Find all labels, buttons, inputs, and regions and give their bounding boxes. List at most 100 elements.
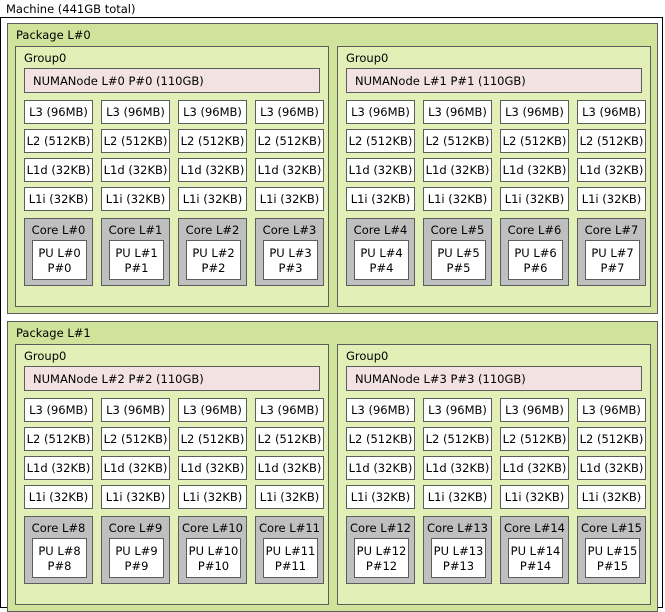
cache-box[interactable]: L1d (32KB) (178, 456, 247, 480)
cache-box[interactable]: L1i (32KB) (24, 187, 93, 211)
cache-box[interactable]: L3 (96MB) (346, 100, 415, 124)
cache-box[interactable]: L2 (512KB) (178, 427, 247, 451)
cache-box[interactable]: L1d (32KB) (423, 456, 492, 480)
cache-box[interactable]: L1i (32KB) (346, 187, 415, 211)
cache-box[interactable]: L1d (32KB) (24, 456, 93, 480)
cache-box[interactable]: L2 (512KB) (24, 427, 93, 451)
cache-box[interactable]: L2 (512KB) (178, 129, 247, 153)
cache-box[interactable]: L2 (512KB) (101, 129, 170, 153)
cache-box[interactable]: L1d (32KB) (346, 158, 415, 182)
cache-box[interactable]: L1d (32KB) (24, 158, 93, 182)
numanode-box[interactable]: NUMANode L#0 P#0 (110GB) (24, 68, 320, 93)
cache-box[interactable]: L2 (512KB) (346, 129, 415, 153)
cache-box[interactable]: L1i (32KB) (423, 187, 492, 211)
cache-box[interactable]: L3 (96MB) (178, 100, 247, 124)
cache-box[interactable]: L1i (32KB) (346, 485, 415, 509)
cache-box[interactable]: L3 (96MB) (500, 100, 569, 124)
cache-box[interactable]: L2 (512KB) (346, 427, 415, 451)
cache-box[interactable]: L1i (32KB) (577, 485, 646, 509)
cache-box[interactable]: L1d (32KB) (178, 158, 247, 182)
cache-box[interactable]: L1i (32KB) (255, 187, 324, 211)
cache-box[interactable]: L1i (32KB) (500, 187, 569, 211)
cache-box[interactable]: L3 (96MB) (255, 100, 324, 124)
cache-box[interactable]: L1i (32KB) (178, 187, 247, 211)
numanode-box[interactable]: NUMANode L#3 P#3 (110GB) (346, 366, 642, 391)
cache-box[interactable]: L1i (32KB) (423, 485, 492, 509)
cache-box[interactable]: L1d (32KB) (577, 456, 646, 480)
cache-box[interactable]: L1d (32KB) (500, 158, 569, 182)
cache-box[interactable]: L3 (96MB) (178, 398, 247, 422)
cache-box[interactable]: L2 (512KB) (500, 427, 569, 451)
cache-box[interactable]: L2 (512KB) (101, 427, 170, 451)
numanode-box[interactable]: NUMANode L#2 P#2 (110GB) (24, 366, 320, 391)
cache-box[interactable]: L1i (32KB) (577, 187, 646, 211)
cache-box[interactable]: L3 (96MB) (24, 100, 93, 124)
cache-box[interactable]: L1i (32KB) (101, 187, 170, 211)
cache-box[interactable]: L1d (32KB) (346, 456, 415, 480)
cache-box[interactable]: L1i (32KB) (178, 485, 247, 509)
cache-box[interactable]: L1d (32KB) (255, 158, 324, 182)
cache-box[interactable]: L1d (32KB) (101, 158, 170, 182)
cache-box[interactable]: L1d (32KB) (500, 456, 569, 480)
cache-box[interactable]: L3 (96MB) (101, 100, 170, 124)
cache-box[interactable]: L3 (96MB) (346, 398, 415, 422)
cache-box[interactable]: L1i (32KB) (24, 485, 93, 509)
cache-box[interactable]: L1i (32KB) (255, 485, 324, 509)
cache-box[interactable]: L2 (512KB) (255, 427, 324, 451)
cache-box[interactable]: L1d (32KB) (423, 158, 492, 182)
cache-box[interactable]: L1i (32KB) (500, 485, 569, 509)
cache-box[interactable]: L2 (512KB) (423, 129, 492, 153)
cache-box[interactable]: L1i (32KB) (101, 485, 170, 509)
cache-box[interactable]: L3 (96MB) (255, 398, 324, 422)
cache-box[interactable]: L2 (512KB) (423, 427, 492, 451)
cache-box[interactable]: L2 (512KB) (24, 129, 93, 153)
cache-box[interactable]: L3 (96MB) (423, 100, 492, 124)
cache-box[interactable]: L2 (512KB) (577, 129, 646, 153)
cache-box[interactable]: L2 (512KB) (500, 129, 569, 153)
cache-box[interactable]: L3 (96MB) (577, 398, 646, 422)
cache-box[interactable]: L3 (96MB) (24, 398, 93, 422)
cache-box[interactable]: L3 (96MB) (101, 398, 170, 422)
cache-box[interactable]: L1d (32KB) (101, 456, 170, 480)
cache-box[interactable]: L3 (96MB) (500, 398, 569, 422)
cache-box[interactable]: L1d (32KB) (255, 456, 324, 480)
cache-box[interactable]: L3 (96MB) (577, 100, 646, 124)
